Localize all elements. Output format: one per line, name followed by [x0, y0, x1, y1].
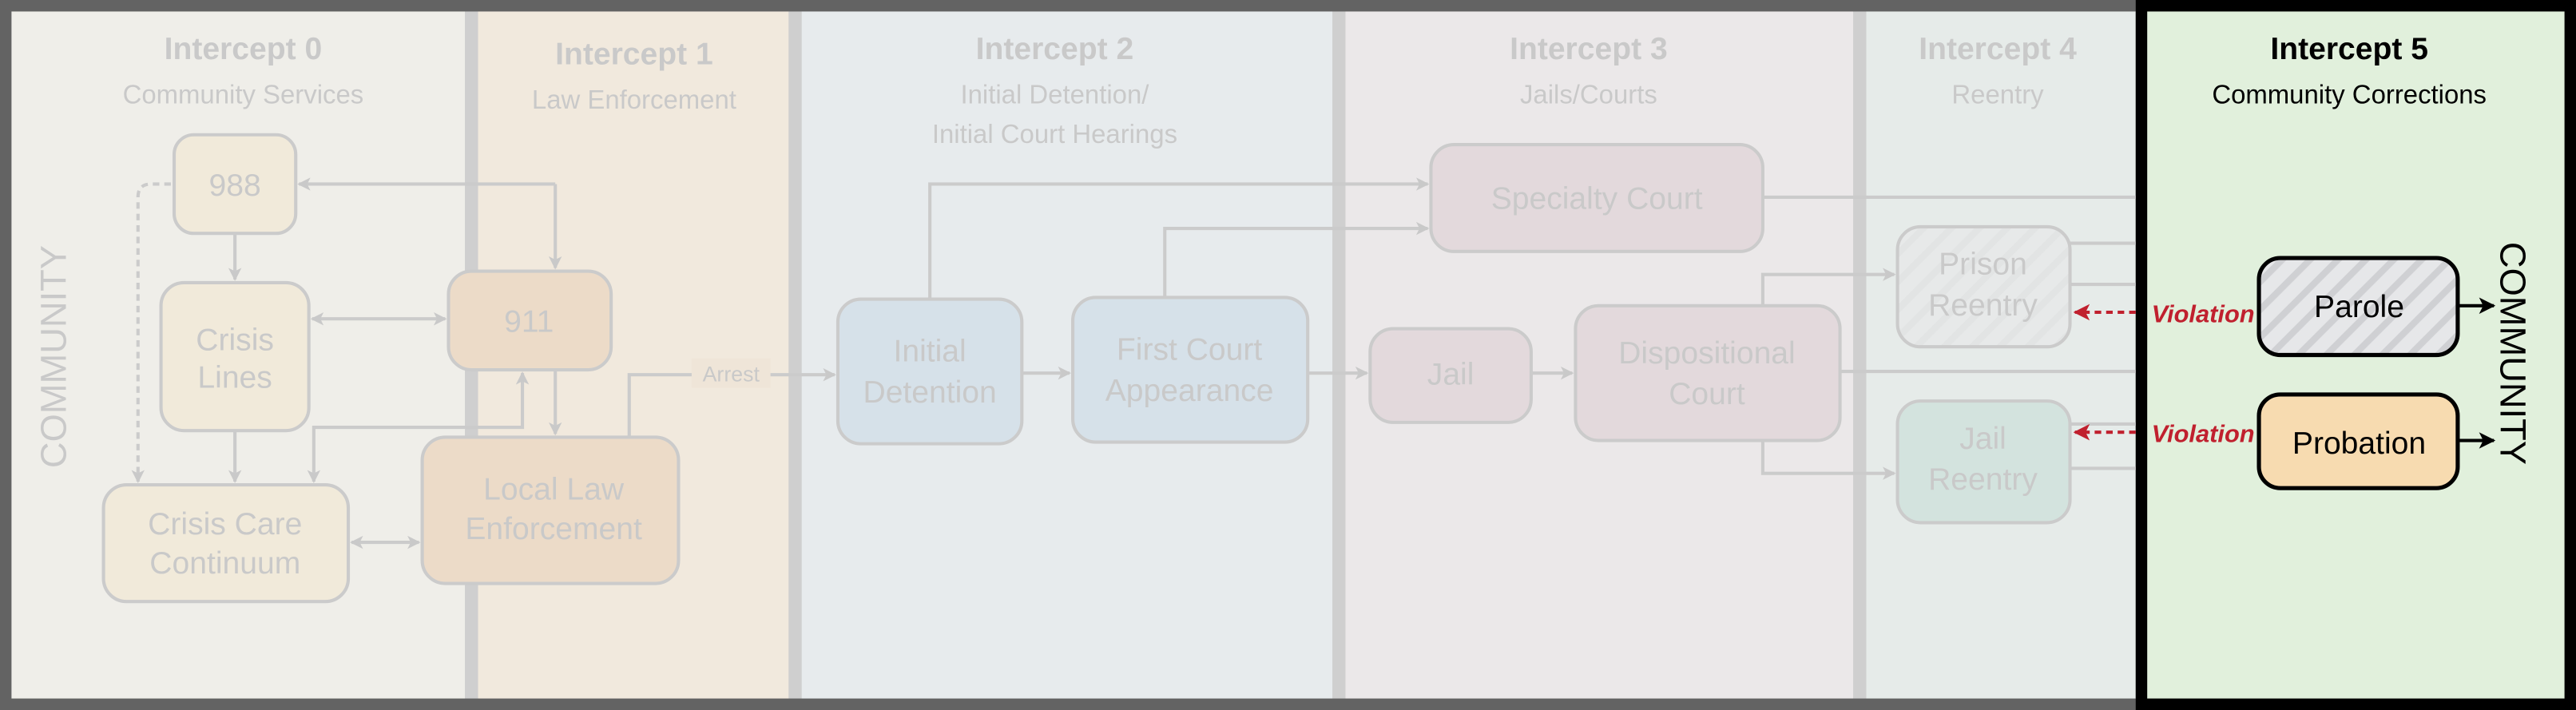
svg-text:Initial: Initial [894, 335, 966, 369]
svg-text:Appearance: Appearance [1105, 374, 1274, 408]
intercept-0-title: Intercept 0 [165, 32, 323, 66]
intercept-2-title: Intercept 2 [976, 32, 1134, 66]
node-911: 911 [447, 269, 613, 372]
svg-text:Dispositional: Dispositional [1618, 336, 1796, 371]
intercept-4-subtitle: Reentry [1951, 80, 2044, 109]
community-label-right: COMMUNITY [2492, 242, 2533, 465]
node-crisis-care-continuum: Crisis Care Continuum [101, 483, 351, 604]
intercept-5-subtitle: Community Corrections [2212, 80, 2487, 109]
intercept-4-title: Intercept 4 [1919, 32, 2077, 66]
node-parole[interactable]: Parole [2256, 256, 2460, 358]
intercept-3-subtitle: Jails/Courts [1520, 80, 1657, 109]
intercept-1-subtitle: Law Enforcement [532, 85, 736, 114]
community-label-left: COMMUNITY [33, 245, 73, 468]
svg-text:First Court: First Court [1117, 333, 1262, 367]
node-local-law-enforcement: Local Law Enforcement [420, 435, 681, 585]
svg-text:Lines: Lines [197, 361, 272, 395]
node-probation[interactable]: Probation [2256, 392, 2460, 490]
svg-text:988: 988 [209, 169, 261, 203]
svg-text:911: 911 [504, 305, 554, 339]
svg-text:Reentry: Reentry [1928, 462, 2038, 497]
node-crisis-lines: Crisis Lines [159, 280, 311, 433]
node-initial-detention: Initial Detention [836, 297, 1024, 446]
svg-text:Prison: Prison [1939, 248, 2027, 282]
node-jail: Jail [1368, 327, 1533, 424]
svg-text:Reentry: Reentry [1928, 288, 2038, 323]
intercept-2-subtitle-line2: Initial Court Hearings [932, 119, 1177, 149]
svg-text:Court: Court [1669, 377, 1745, 411]
arrest-label: Arrest [703, 362, 760, 386]
violation-label-parole: Violation [2152, 299, 2255, 327]
node-prison-reentry: Prison Reentry [1895, 224, 2072, 349]
intercept-5-title: Intercept 5 [2270, 32, 2428, 66]
svg-text:Enforcement: Enforcement [465, 512, 642, 546]
faded-connectors [131, 177, 2136, 549]
svg-text:Local Law: Local Law [483, 473, 625, 507]
svg-text:Crisis Care: Crisis Care [148, 507, 302, 541]
intercept-1-title: Intercept 1 [555, 37, 713, 71]
node-dispositional-court: Dispositional Court [1574, 303, 1842, 442]
svg-text:Continuum: Continuum [149, 546, 300, 581]
svg-text:Specialty Court: Specialty Court [1491, 181, 1703, 216]
node-first-court-appearance: First Court Appearance [1071, 296, 1310, 444]
intercept-2-subtitle-line1: Initial Detention/ [960, 80, 1149, 109]
intercept-0-subtitle: Community Services [123, 80, 364, 109]
node-988: 988 [172, 133, 298, 236]
node-jail-reentry: Jail Reentry [1895, 399, 2072, 525]
svg-text:Probation: Probation [2292, 426, 2426, 461]
svg-text:Jail: Jail [1427, 358, 1475, 392]
intercept-4-panel [1864, 0, 2136, 710]
svg-text:Crisis: Crisis [196, 323, 274, 357]
violation-label-probation: Violation [2152, 420, 2255, 448]
svg-text:Detention: Detention [863, 375, 997, 410]
svg-text:Jail: Jail [1959, 422, 2006, 456]
intercept-3-title: Intercept 3 [1510, 32, 1668, 66]
svg-text:Parole: Parole [2314, 290, 2404, 324]
node-specialty-court: Specialty Court [1429, 143, 1764, 253]
